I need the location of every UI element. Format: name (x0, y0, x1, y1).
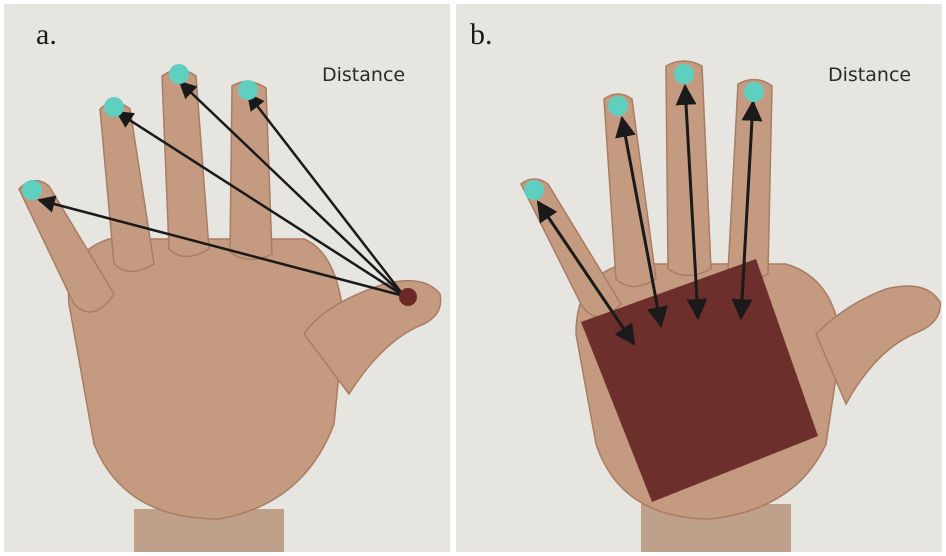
panel-label-a: a. (36, 18, 57, 52)
panel-b: b. Distance (456, 4, 942, 552)
fingertip-marker-index (744, 82, 764, 102)
fingertip-marker-middle (674, 64, 694, 84)
hand-illustration-b (456, 4, 942, 552)
distance-label-b: Distance (828, 64, 911, 86)
hand-illustration-a (4, 4, 450, 552)
fingertip-marker-ring (104, 97, 124, 117)
panel-a: a. Distance (4, 4, 450, 552)
palm (69, 239, 345, 519)
panel-label-b: b. (470, 18, 493, 52)
distance-label-a: Distance (322, 64, 405, 86)
thumb-reference-marker (399, 288, 417, 306)
fingertip-marker-ring (608, 96, 628, 116)
fingertip-marker-middle (169, 64, 189, 84)
fingertip-marker-pinky (22, 180, 42, 200)
fingertip-marker-index (238, 80, 258, 100)
middle-finger (162, 70, 209, 257)
fingertip-marker-pinky (524, 180, 544, 200)
index-finger (230, 81, 272, 259)
